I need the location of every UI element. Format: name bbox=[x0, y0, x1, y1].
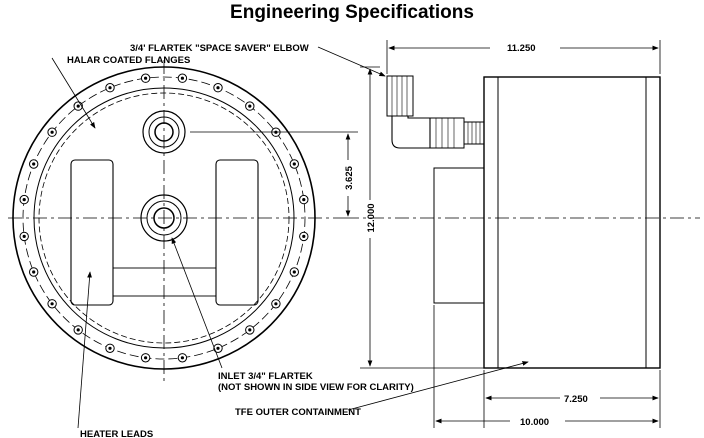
bolt-center bbox=[32, 162, 36, 166]
bolt-center bbox=[216, 86, 220, 90]
bolt-center bbox=[22, 198, 26, 202]
outer-flange-circle bbox=[12, 66, 316, 370]
flange-bolts bbox=[19, 73, 309, 363]
bolt-circle bbox=[22, 76, 306, 360]
bolt-center bbox=[292, 162, 296, 166]
elbow-fitting bbox=[386, 75, 485, 149]
dim-height: 12.000 bbox=[366, 203, 377, 232]
side-view bbox=[345, 75, 700, 369]
dim-body-width: 7.250 bbox=[564, 394, 588, 405]
outlet-port bbox=[142, 110, 186, 154]
flanges-label: HALAR COATED FLANGES bbox=[67, 55, 190, 66]
heater-leads-label: HEATER LEADS bbox=[80, 429, 153, 438]
dimension-lines bbox=[190, 40, 661, 428]
bolt-center bbox=[302, 234, 306, 238]
bolt-center bbox=[180, 76, 184, 80]
bolt-center bbox=[32, 270, 36, 274]
bolt-center bbox=[144, 76, 148, 80]
containment-label: TFE OUTER CONTAINMENT bbox=[235, 407, 361, 418]
inner-flange-circle bbox=[33, 87, 295, 349]
bolt-center bbox=[180, 356, 184, 360]
dim-total-width: 10.000 bbox=[520, 417, 549, 428]
bolt-center bbox=[108, 86, 112, 90]
bolt-center bbox=[144, 356, 148, 360]
inlet-port bbox=[140, 194, 188, 242]
leader-lines bbox=[51, 46, 529, 429]
dim-overall-width: 11.250 bbox=[507, 43, 536, 54]
bolt-center bbox=[76, 328, 80, 332]
heater-window-left bbox=[70, 159, 114, 306]
bolt-center bbox=[248, 104, 252, 108]
dim-port-spacing: 3.625 bbox=[344, 165, 355, 189]
page-title: Engineering Specifications bbox=[230, 2, 474, 23]
inlet-label-line2: (NOT SHOWN IN SIDE VIEW FOR CLARITY) bbox=[218, 382, 414, 393]
bolt-center bbox=[76, 104, 80, 108]
bolt-center bbox=[50, 302, 54, 306]
bolt-center bbox=[22, 234, 26, 238]
front-view bbox=[8, 60, 345, 385]
elbow-label: 3/4' FLARTEK "SPACE SAVER" ELBOW bbox=[130, 43, 309, 54]
inlet-label-line1: INLET 3/4" FLARTEK bbox=[218, 371, 313, 382]
bolt-center bbox=[292, 270, 296, 274]
bolt-center bbox=[50, 130, 54, 134]
bolt-center bbox=[108, 346, 112, 350]
bolt-center bbox=[302, 198, 306, 202]
side-body bbox=[483, 76, 661, 369]
bolt-center bbox=[248, 328, 252, 332]
heater-window-right bbox=[215, 159, 259, 306]
bolt-center bbox=[274, 302, 278, 306]
bolt-center bbox=[216, 346, 220, 350]
